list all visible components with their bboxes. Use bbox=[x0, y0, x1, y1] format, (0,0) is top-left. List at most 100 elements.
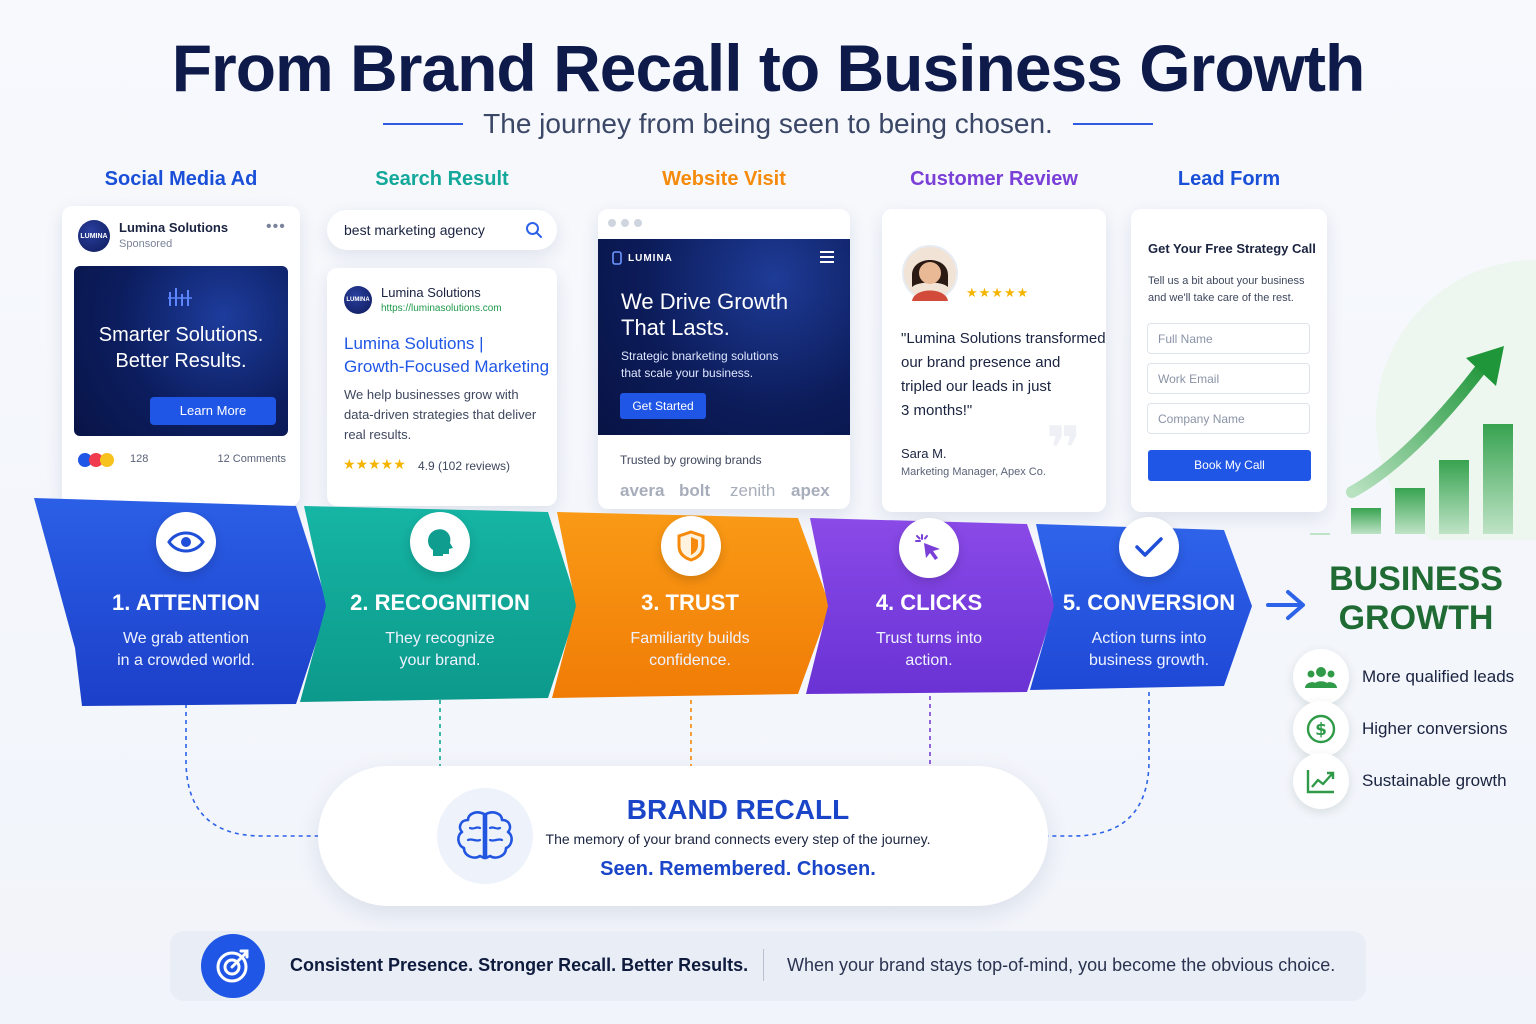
website-logo[interactable]: LUMINA bbox=[628, 253, 673, 264]
step-1-desc-line-2: in a crowded world. bbox=[117, 652, 255, 669]
step-3-desc-line-1: Familiarity builds bbox=[630, 630, 750, 647]
brand-recall-description: The memory of your brand connects every … bbox=[545, 831, 931, 847]
comment-count[interactable]: 12 Comments bbox=[217, 453, 286, 465]
step-3-icon-badge bbox=[661, 516, 721, 576]
brand-recall-tagline: Seen. Remembered. Chosen. bbox=[600, 858, 876, 880]
svg-text:$: $ bbox=[1315, 720, 1327, 740]
search-result-description: We help businesses grow with data-driven… bbox=[344, 387, 537, 442]
hero-subtext-line-1: Strategic bnarketing solutions bbox=[621, 349, 779, 363]
chevron-conversion bbox=[1030, 524, 1252, 690]
step-1-icon-badge bbox=[156, 512, 216, 572]
column-header-lead-form: Lead Form bbox=[1177, 168, 1281, 190]
chevron-clicks bbox=[806, 518, 1055, 694]
subtitle-line-right bbox=[1072, 123, 1153, 125]
review-quote-line-1: "Lumina Solutions transformed bbox=[901, 330, 1106, 347]
cursor-click-icon bbox=[915, 534, 940, 560]
search-result-brand: Lumina Solutions bbox=[381, 285, 481, 300]
subtitle-line-left bbox=[383, 123, 464, 125]
ad-sponsored-label: Sponsored bbox=[119, 238, 173, 250]
step-5-desc-line-1: Action turns into bbox=[1091, 630, 1207, 647]
brand-logo-zenith: zenith bbox=[730, 481, 776, 500]
step-2-desc-line-1: They recognize bbox=[385, 630, 495, 647]
bottom-headline: Consistent Presence. Stronger Recall. Be… bbox=[290, 955, 749, 975]
step-2-icon-badge bbox=[410, 512, 470, 572]
search-input[interactable]: best marketing agency bbox=[344, 222, 485, 238]
get-started-button[interactable]: Get Started bbox=[620, 393, 706, 419]
laugh-icon bbox=[100, 453, 114, 467]
lighthouse-logo-icon bbox=[168, 288, 192, 306]
search-result-title-line-2[interactable]: Growth-Focused Marketing bbox=[344, 357, 550, 376]
eye-icon bbox=[167, 531, 205, 553]
growth-title-line-2: GROWTH bbox=[1338, 599, 1494, 637]
lumina-mark-icon bbox=[612, 251, 622, 265]
step-4-title: 4. CLICKS bbox=[875, 590, 983, 615]
chevron-trust bbox=[552, 512, 830, 698]
like-icon bbox=[78, 453, 92, 467]
page-subtitle: The journey from being seen to being cho… bbox=[483, 108, 1053, 139]
trusted-by-label: Trusted by growing brands bbox=[620, 453, 762, 467]
ad-banner-line-1: Smarter Solutions. bbox=[98, 324, 264, 346]
benefit-1-icon-badge bbox=[1293, 649, 1349, 705]
work-email-field[interactable]: Work Email bbox=[1147, 363, 1310, 394]
hamburger-menu-icon[interactable] bbox=[820, 251, 834, 263]
column-header-website: Website Visit bbox=[662, 168, 786, 190]
chevron-recognition bbox=[300, 506, 578, 702]
chevron-attention bbox=[34, 498, 328, 706]
hero-headline-line-1: We Drive Growth bbox=[621, 289, 789, 314]
column-header-search: Search Result bbox=[375, 168, 509, 190]
lead-form-title: Get Your Free Strategy Call bbox=[1148, 241, 1316, 256]
reaction-count: 128 bbox=[130, 453, 149, 465]
step-1-title: 1. ATTENTION bbox=[112, 590, 260, 615]
page-title: From Brand Recall to Business Growth bbox=[171, 31, 1366, 105]
head-icon bbox=[428, 529, 453, 556]
step-5-icon-badge bbox=[1119, 517, 1179, 577]
bottom-banner: Consistent Presence. Stronger Recall. Be… bbox=[170, 931, 1366, 1001]
target-icon bbox=[216, 949, 249, 983]
reviewer-avatar bbox=[902, 245, 958, 301]
step-3-desc-line-2: confidence. bbox=[649, 652, 731, 669]
search-icon[interactable] bbox=[525, 221, 543, 239]
column-header-social: Social Media Ad bbox=[104, 168, 258, 190]
benefit-1-label: More qualified leads bbox=[1362, 667, 1515, 686]
reaction-icons[interactable] bbox=[78, 453, 114, 467]
benefit-3-label: Sustainable growth bbox=[1362, 771, 1507, 790]
step-5-desc-line-2: business growth. bbox=[1088, 652, 1210, 669]
growth-title-line-1: BUSINESS bbox=[1329, 560, 1503, 598]
more-options-icon[interactable]: ••• bbox=[266, 218, 286, 235]
company-name-field[interactable]: Company Name bbox=[1147, 403, 1310, 434]
brain-icon bbox=[457, 811, 513, 860]
book-my-call-button[interactable]: Book My Call bbox=[1148, 450, 1311, 481]
brand-logo-avera: avera bbox=[620, 481, 665, 500]
review-quote-line-4: 3 months!" bbox=[901, 402, 973, 419]
social-ad-card: LUMINA Lumina Solutions Sponsored ••• Sm… bbox=[62, 206, 300, 506]
step-2-title: 2. RECOGNITION bbox=[350, 590, 530, 615]
website-card: LUMINA We Drive Growth That Lasts. Strat… bbox=[598, 209, 850, 509]
website-hero: LUMINA We Drive Growth That Lasts. Strat… bbox=[598, 239, 850, 435]
rating-text: 4.9 (102 reviews) bbox=[418, 459, 511, 473]
brand-recall-panel: BRAND RECALL The memory of your brand co… bbox=[318, 766, 1048, 906]
check-icon bbox=[1135, 537, 1163, 557]
search-bar[interactable]: best marketing agency bbox=[327, 210, 557, 250]
ad-banner-image[interactable]: Smarter Solutions. Better Results. Learn… bbox=[74, 266, 288, 436]
growth-bar-chart-icon bbox=[1310, 260, 1536, 540]
ad-banner-line-2: Better Results. bbox=[115, 350, 247, 372]
lead-form-card: Get Your Free Strategy Call Tell us a bi… bbox=[1131, 209, 1327, 512]
search-result-url[interactable]: https://luminasolutions.com bbox=[381, 303, 502, 314]
reviewer-role: Marketing Manager, Apex Co. bbox=[901, 466, 1046, 478]
full-name-field[interactable]: Full Name bbox=[1147, 323, 1310, 354]
bottom-text: When your brand stays top-of-mind, you b… bbox=[787, 955, 1336, 975]
search-result-title-line-1[interactable]: Lumina Solutions | bbox=[344, 334, 484, 353]
step-2-desc-line-2: your brand. bbox=[399, 652, 481, 669]
search-result-logo: LUMINA bbox=[344, 286, 372, 314]
column-header-review: Customer Review bbox=[910, 168, 1078, 190]
benefit-2-label: Higher conversions bbox=[1362, 719, 1508, 738]
quote-mark-icon: ❞ bbox=[1046, 415, 1082, 482]
shield-icon bbox=[677, 530, 705, 562]
step-5-title: 5. CONVERSION bbox=[1062, 590, 1236, 615]
learn-more-button[interactable]: Learn More bbox=[150, 397, 276, 425]
review-stars: ★★★★★ bbox=[966, 285, 1030, 300]
users-icon bbox=[1305, 667, 1337, 688]
subtitle-row: The journey from being seen to being cho… bbox=[0, 108, 1536, 140]
review-quote-line-2: our brand presence and bbox=[901, 354, 1061, 371]
